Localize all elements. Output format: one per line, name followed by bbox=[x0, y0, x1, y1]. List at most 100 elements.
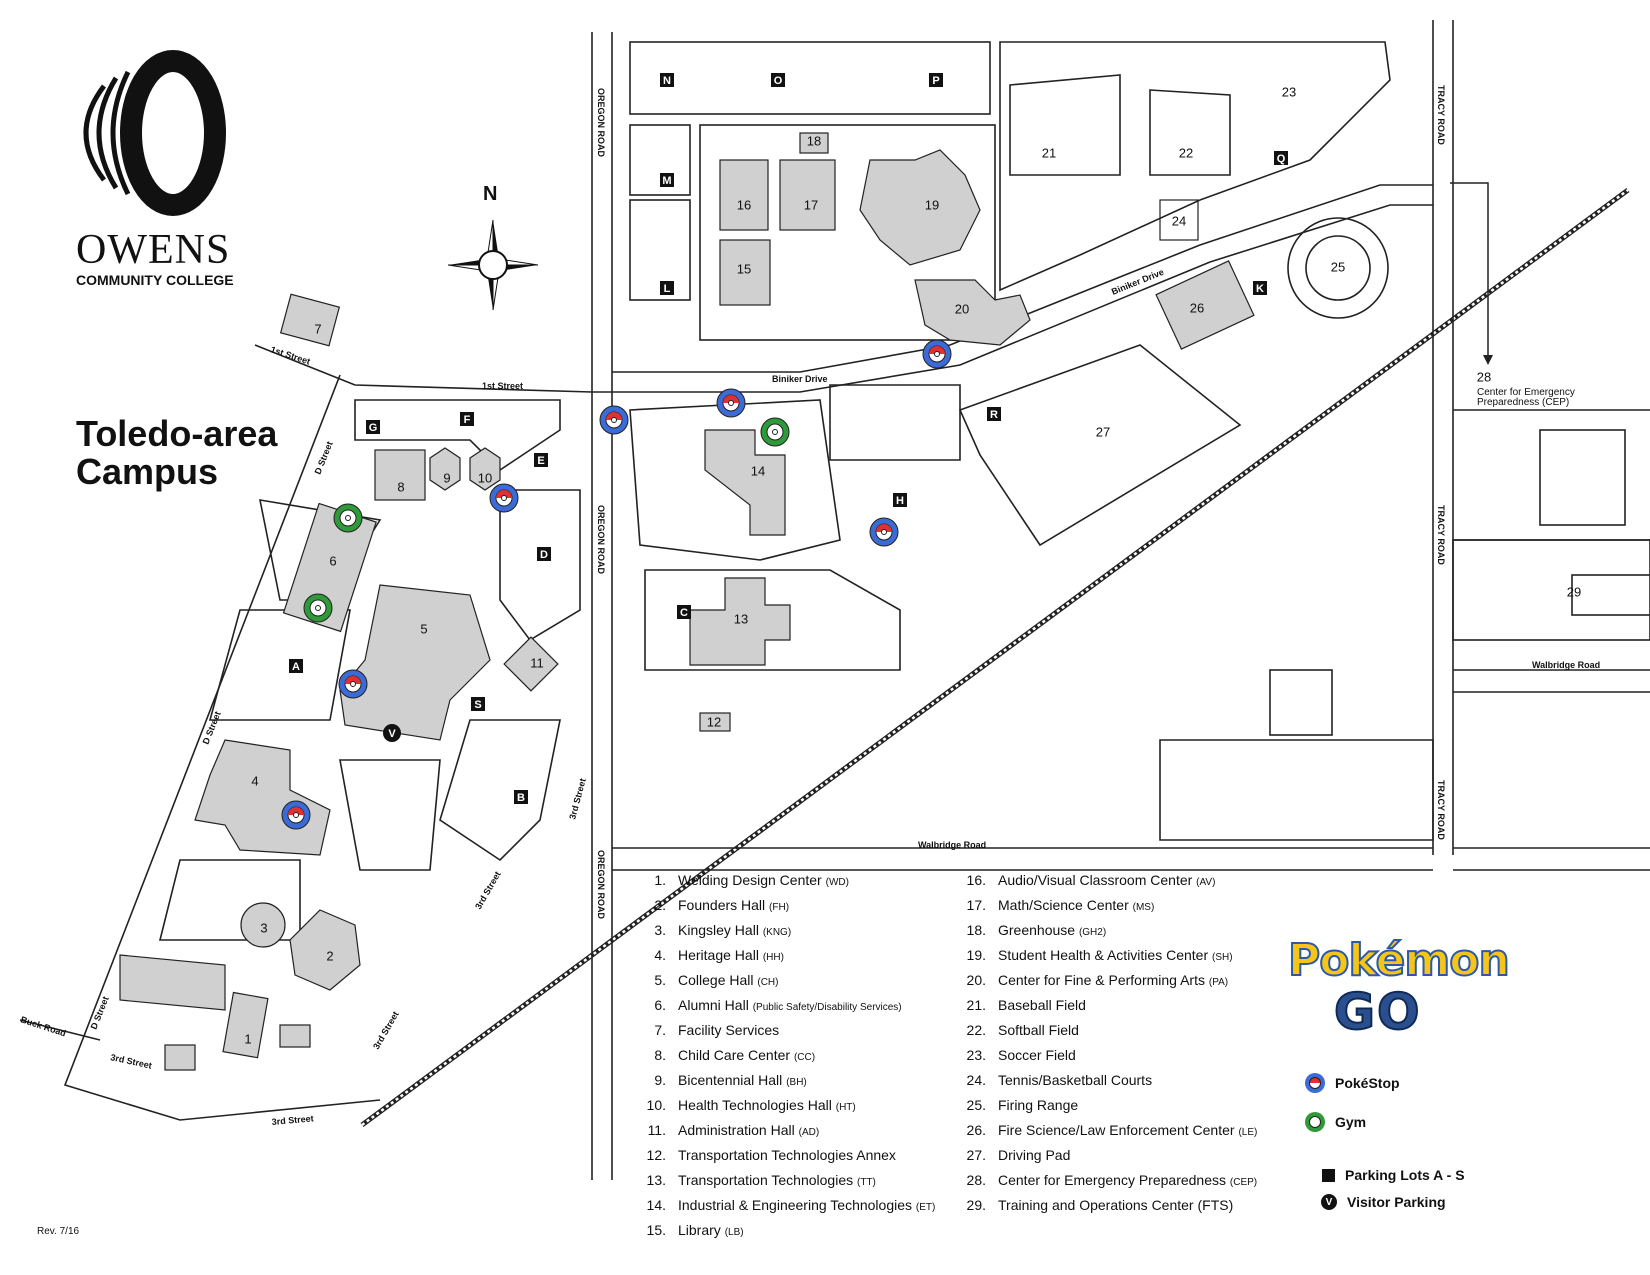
svg-text:A: A bbox=[292, 661, 300, 673]
legend-building-code: (HH) bbox=[762, 952, 784, 963]
svg-text:R: R bbox=[990, 409, 998, 421]
legend-building-code: (HT) bbox=[835, 1102, 856, 1113]
road-label-3rd: 3rd Street bbox=[110, 1052, 153, 1071]
legend-building-name: Audio/Visual Classroom Center bbox=[998, 872, 1193, 888]
building-9 bbox=[429, 447, 461, 491]
legend-item: 7.Facility Services bbox=[640, 1018, 935, 1043]
legend-number: 15. bbox=[646, 1222, 666, 1238]
parking-square-icon bbox=[1322, 1168, 1335, 1182]
legend-item: 18.Greenhouse (GH2) bbox=[960, 918, 1257, 943]
legend-number: 17. bbox=[966, 897, 986, 913]
building-label: 12 bbox=[707, 714, 721, 729]
building-label: 18 bbox=[807, 133, 821, 148]
building-1 bbox=[222, 991, 269, 1059]
legend-number: 27. bbox=[966, 1147, 986, 1163]
parking-lot-h: H bbox=[893, 493, 907, 507]
gym-icon bbox=[1305, 1112, 1325, 1132]
legend-item: 4.Heritage Hall (HH) bbox=[640, 943, 935, 968]
legend-item: 10.Health Technologies Hall (HT) bbox=[640, 1093, 935, 1118]
cep-number: 28 bbox=[1477, 369, 1491, 384]
building-13 bbox=[689, 577, 791, 666]
legend-building-name: College Hall bbox=[678, 972, 754, 988]
legend-number: 16. bbox=[966, 872, 986, 888]
legend-number: 1. bbox=[654, 872, 666, 888]
legend-building-name: Softball Field bbox=[998, 1022, 1079, 1038]
building-label: 1 bbox=[244, 1031, 251, 1046]
parking-lot-c: C bbox=[677, 605, 691, 619]
legend-item: 6.Alumni Hall (Public Safety/Disability … bbox=[640, 993, 935, 1018]
legend-item: 26.Fire Science/Law Enforcement Center (… bbox=[960, 1118, 1258, 1143]
legend-item: 2.Founders Hall (FH) bbox=[640, 893, 935, 918]
legend-number: 12. bbox=[646, 1147, 666, 1163]
building-label: 6 bbox=[329, 553, 336, 568]
building-label: 23 bbox=[1282, 84, 1296, 99]
campus-title-line2: Campus bbox=[76, 451, 219, 492]
building-label: 11 bbox=[530, 655, 544, 670]
road-label-d: D Street bbox=[89, 995, 111, 1031]
building-label: 13 bbox=[734, 611, 748, 626]
key-visitor-label: Visitor Parking bbox=[1347, 1194, 1446, 1210]
campus-title-line1: Toledo-area bbox=[76, 413, 278, 454]
legend-item: 21.Baseball Field bbox=[960, 993, 1257, 1018]
building-7 bbox=[279, 293, 341, 347]
building-legend-col2: 16. Audio/Visual Classroom Center (AV) 17.… bbox=[960, 868, 1258, 1218]
building-11 bbox=[503, 636, 559, 692]
legend-item: 13.Transportation Technologies (TT) bbox=[640, 1168, 935, 1193]
legend-building-name: Student Health & Activities Center bbox=[998, 947, 1209, 963]
pokemon-go-logo-line1: Pokémon bbox=[1287, 934, 1511, 987]
legend-number: 8. bbox=[654, 1047, 666, 1063]
cep-line2: Preparedness (CEP) bbox=[1477, 397, 1569, 408]
legend-number: 4. bbox=[654, 947, 666, 963]
building-label: 10 bbox=[478, 470, 492, 485]
legend-number: 19. bbox=[966, 947, 986, 963]
legend-building-code: (WD) bbox=[825, 877, 849, 888]
road-label-3rd: 3rd Street bbox=[271, 1113, 314, 1127]
building-label: 27 bbox=[1096, 424, 1110, 439]
pokestop-icon bbox=[338, 669, 368, 699]
building-label: 5 bbox=[420, 621, 427, 636]
legend-building-code: (Public Safety/Disability Services) bbox=[752, 1002, 902, 1013]
key-pokestop: PokéStop bbox=[1305, 1073, 1400, 1093]
building-26 bbox=[1155, 260, 1255, 350]
building-label: 22 bbox=[1179, 145, 1193, 160]
legend-building-name: Industrial & Engineering Technologies bbox=[678, 1197, 913, 1213]
legend-number: 22. bbox=[966, 1022, 986, 1038]
legend-building-name: Greenhouse bbox=[998, 922, 1076, 938]
building-label: 7 bbox=[314, 321, 321, 336]
legend-item: 17.Math/Science Center (MS) bbox=[960, 893, 1257, 918]
parking-lot-k: K bbox=[1253, 281, 1267, 295]
parking-lot-n: N bbox=[660, 73, 674, 87]
svg-text:P: P bbox=[932, 75, 939, 87]
legend-building-name: Center for Fine & Performing Arts bbox=[998, 972, 1205, 988]
legend-number: 25. bbox=[966, 1097, 986, 1113]
building-label: 26 bbox=[1190, 300, 1204, 315]
legend-building-name: Center for Emergency Preparedness bbox=[998, 1172, 1226, 1188]
parking-lot-s: S bbox=[471, 697, 485, 711]
key-visitor: V Visitor Parking bbox=[1321, 1194, 1446, 1210]
road-label-walbridge: Walbridge Road bbox=[1532, 660, 1600, 670]
legend-item: 19.Student Health & Activities Center (S… bbox=[960, 943, 1257, 968]
legend-number: 6. bbox=[654, 997, 666, 1013]
compass-north-label: N bbox=[483, 183, 498, 205]
svg-text:E: E bbox=[537, 455, 544, 467]
road-label-buck: Buck Road bbox=[19, 1014, 67, 1038]
road-label-3rd: 3rd Street bbox=[473, 870, 503, 911]
key-parking: Parking Lots A - S bbox=[1322, 1167, 1465, 1183]
legend-item: 24.Tennis/Basketball Courts bbox=[960, 1068, 1257, 1093]
legend-building-name: Health Technologies Hall bbox=[678, 1097, 832, 1113]
parking-lot-a: A bbox=[289, 659, 303, 673]
svg-text:L: L bbox=[664, 283, 671, 295]
buildings bbox=[119, 132, 1255, 1071]
legend-building-name: Firing Range bbox=[998, 1097, 1079, 1113]
legend-building-code: (AV) bbox=[1196, 877, 1216, 888]
legend-building-code: (CC) bbox=[793, 1052, 816, 1063]
parking-lot-o: O bbox=[771, 73, 785, 87]
parking-lot-r: R bbox=[987, 407, 1001, 421]
parking-lot-e: E bbox=[534, 453, 548, 467]
building-2 bbox=[289, 909, 361, 991]
legend-item: 5.College Hall (CH) bbox=[640, 968, 935, 993]
legend-number: 11. bbox=[647, 1122, 666, 1138]
legend-building-name: Founders Hall bbox=[678, 897, 766, 913]
legend-building-name: Math/Science Center bbox=[998, 897, 1129, 913]
building-label: 8 bbox=[397, 479, 404, 494]
